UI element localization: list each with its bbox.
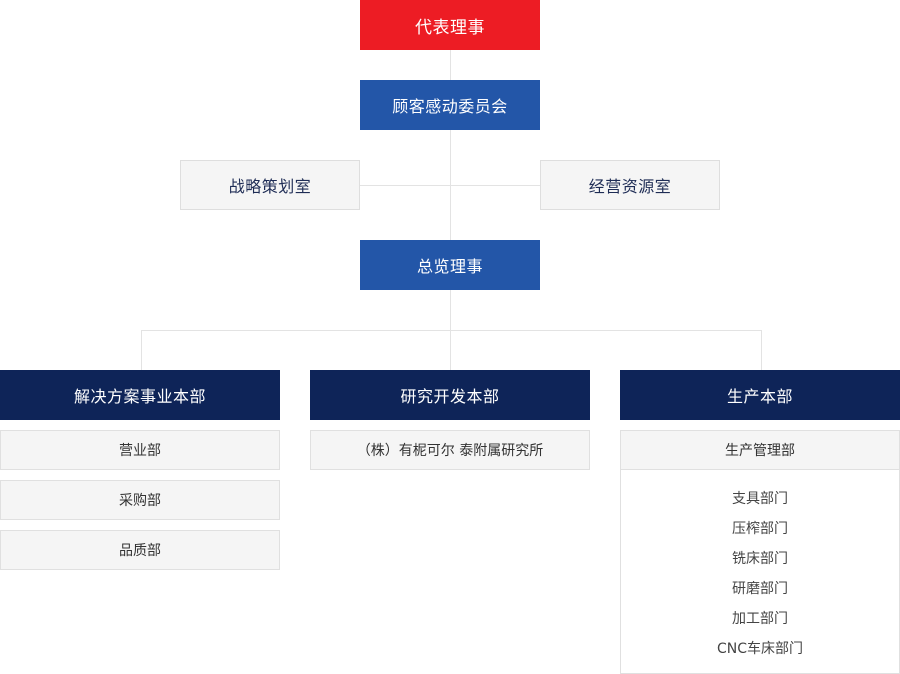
unit-research-institute: （株）有柅可尔 泰附属研究所 (310, 430, 590, 470)
division-connector-horizontal (141, 330, 762, 331)
management-resources-office-box: 经营资源室 (540, 160, 720, 210)
subunit-item: CNC车床部门 (716, 641, 804, 657)
production-subunit-list: 支具部门 压榨部门 铣床部门 研磨部门 加工部门 CNC车床部门 (621, 470, 899, 664)
subunit-item: 加工部门 (732, 611, 788, 627)
general-director-box: 总览理事 (360, 240, 540, 290)
division-connector-left (141, 330, 142, 370)
committee-box: 顾客感动委员会 (360, 80, 540, 130)
staff-connector-left (360, 185, 450, 186)
subunit-item: 研磨部门 (732, 581, 788, 597)
vertical-trunk-line (450, 50, 451, 370)
subunit-item: 压榨部门 (732, 521, 788, 537)
subunit-item: 支具部门 (732, 491, 788, 507)
division-solutions-header: 解决方案事业本部 (0, 370, 280, 420)
unit-purchasing: 采购部 (0, 480, 280, 520)
division-connector-right (761, 330, 762, 370)
division-rnd-header: 研究开发本部 (310, 370, 590, 420)
staff-connector-right (450, 185, 540, 186)
subunit-item: 铣床部门 (732, 551, 788, 567)
strategy-planning-office-box: 战略策划室 (180, 160, 360, 210)
production-subunit-panel: 支具部门 压榨部门 铣床部门 研磨部门 加工部门 CNC车床部门 (620, 470, 900, 674)
ceo-box: 代表理事 (360, 0, 540, 50)
division-production-header: 生产本部 (620, 370, 900, 420)
unit-production-management: 生产管理部 (620, 430, 900, 470)
unit-sales: 营业部 (0, 430, 280, 470)
unit-quality: 品质部 (0, 530, 280, 570)
